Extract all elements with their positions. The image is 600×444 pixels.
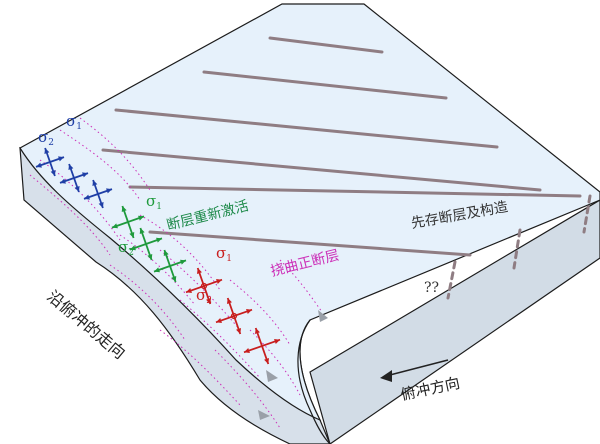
green-cross-2-sigma1-arrow-head-1 [139,228,145,234]
red-cross-1-sigma2-arrow-head-1 [186,288,192,293]
red-cross-1-sigma1-arrow-head-1 [197,268,202,274]
stress-cross-red [185,267,281,365]
red-cross-2-sigma2-arrow [215,308,253,324]
blue-cross-1-sigma1-arrow-head-1 [44,148,50,154]
trench-marker-1 [318,310,328,322]
blue-cross-1-sigma1-arrow-head-2 [50,170,56,176]
fault-line-6 [148,230,472,257]
red-cross-3-sigma2-arrow-head-1 [244,348,250,353]
red-cross-2-sigma2-arrow-head-1 [216,318,222,323]
red-cross-3-sigma2-arrow-head-2 [274,339,280,344]
red-cross-1-sigma1-arrow-head-2 [206,298,211,304]
blue-cross-3-sigma2-arrow-head-2 [106,188,112,194]
green-cross-3-sigma2-arrow-head-1 [154,267,160,273]
side-trace-1 [582,194,592,234]
sigma1-blue: σ1 [66,112,82,132]
blue-cross-1-sigma2-arrow-head-1 [36,162,42,168]
blue-cross-2-sigma2-arrow-head-1 [60,178,66,184]
side-fault-traces [446,194,592,300]
green-cross-2-sigma1-arrow-head-2 [147,254,153,260]
trench-edge [297,319,331,444]
blue-cross-3-sigma1-arrow-head-1 [92,180,98,186]
fault-line-2 [202,70,448,100]
green-cross-1-sigma1-arrow-head-2 [129,232,135,238]
block-right-face [309,199,600,444]
sigma2-green: σ2 [118,238,134,258]
sigma2-red: σ2 [196,286,212,306]
red-cross-2-sigma1-arrow-head-2 [236,328,241,334]
fault-line-5 [128,185,582,198]
stress-cross-blue [35,147,113,209]
green-cross-2-sigma2-arrow-head-1 [130,245,136,251]
red-cross-1-sigma2-arrow [185,278,223,294]
magenta-dotted-lines [29,117,323,429]
red-cross-3-sigma1-arrow-head-1 [255,328,260,334]
green-cross-3-sigma2-arrow [153,259,187,273]
green-cross-3-sigma1-arrow-head-1 [163,250,169,256]
trench-marker-3 [258,410,270,420]
red-cross-1-center-dot [200,282,208,290]
blue-cross-2-sigma1-arrow-head-2 [74,186,80,192]
fault-line-3 [114,108,499,149]
green-cross-1-sigma2-arrow-head-2 [138,215,144,221]
side-trace-3 [446,260,457,300]
green-cross-1-sigma2-arrow [111,215,145,229]
green-cross-3-sigma1-arrow-head-2 [171,276,177,282]
green-cross-2-sigma2-arrow [129,237,163,251]
block-top-surface [19,3,600,422]
red-cross-2-center-dot [230,312,238,320]
blue-cross-1-sigma2-arrow-head-2 [58,156,64,162]
sigma2-blue: σ2 [38,128,54,148]
side-trace-2 [512,228,522,270]
green-cross-1-sigma2-arrow-head-1 [112,223,118,229]
green-cross-2-sigma2-arrow-head-2 [156,237,162,243]
green-cross-1-sigma1-arrow-head-1 [121,206,127,212]
stress-cross-green [111,205,187,283]
trench-marker-2 [266,370,278,382]
label-along-strike: 沿俯冲的走向 [43,287,129,363]
red-cross-2-sigma1-arrow-head-1 [227,298,232,304]
red-cross-3-sigma2-arrow [243,338,281,354]
sigma1-red: σ1 [216,244,232,264]
red-cross-1-sigma2-arrow-head-2 [216,279,222,284]
sigma1-green: σ1 [146,192,162,212]
trench-markers [258,310,328,420]
blue-cross-2-sigma2-arrow-head-2 [82,172,88,178]
red-cross-2-sigma2-arrow-head-2 [246,309,252,314]
blue-cross-3-sigma1-arrow-head-2 [98,202,104,208]
preexisting-fault-lines [101,36,582,257]
blue-cross-2-sigma1-arrow-head-1 [68,164,74,170]
red-cross-3-sigma1-arrow-head-2 [264,358,269,364]
label-unknown: ?? [424,280,439,296]
fault-line-1 [268,36,384,54]
subduction-arrow [380,359,449,382]
green-cross-3-sigma2-arrow-head-2 [180,259,186,265]
blue-cross-3-sigma2-arrow-head-1 [84,194,90,200]
fault-line-4 [101,148,542,192]
